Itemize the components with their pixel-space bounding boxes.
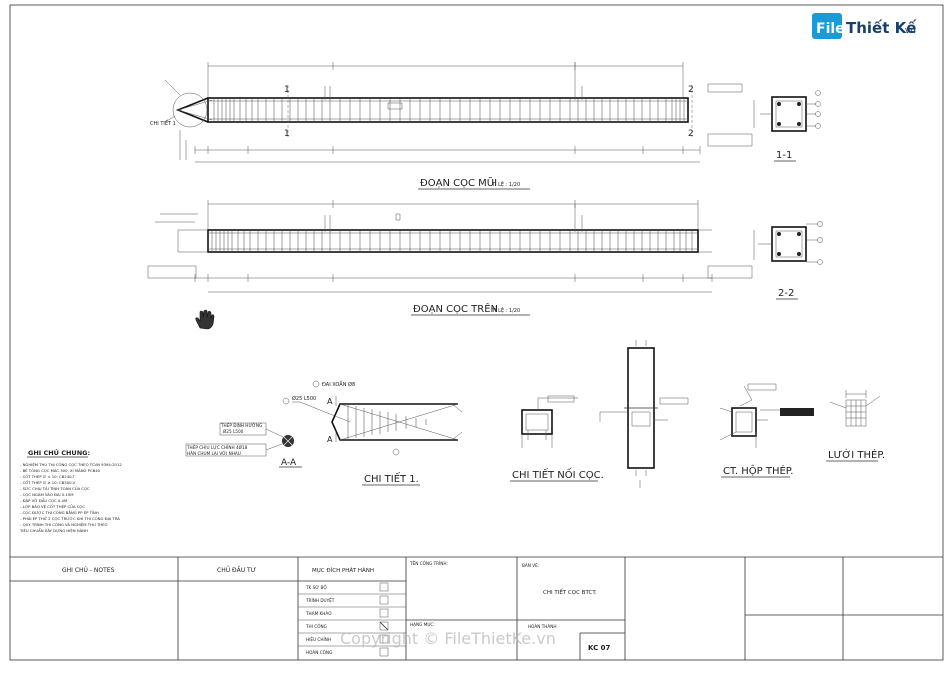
left-detail-note: CHI TIẾT 1 xyxy=(150,119,176,127)
aa-label1: THÉP ĐỊNH HƯỚNG xyxy=(220,423,262,428)
tb-ghi-chu: GHI CHÚ - NOTES xyxy=(62,567,115,574)
detail-mesh: LƯỚI THÉP. xyxy=(826,390,885,462)
note-line-8: - CỌC ĐƯỢC THI CÔNG BẰNG PP ÉP TĨNH xyxy=(20,510,99,515)
detail-a-a: THÉP ĐỊNH HƯỚNG Ø25 L500 THÉP CHỊU LỰC C… xyxy=(185,422,302,468)
tb-ban-ve: BẢN VẼ: xyxy=(522,563,539,568)
logo-name: Thiết Kế xyxy=(846,18,917,37)
steel-box-title: CT. HỘP THÉP. xyxy=(723,464,793,477)
tb-hang-muc: HẠNG MỤC: xyxy=(410,622,435,627)
note-line-3: - CỐT THÉP ∅ ≥ 10: CB300-V xyxy=(20,480,76,485)
note-line-10: - QUY TRÌNH THI CÔNG VÀ NGHIỆM THU THEO xyxy=(20,522,108,527)
splice-title: CHI TIẾT NỐI CỌC. xyxy=(512,467,604,481)
sheet-border xyxy=(9,4,944,661)
detail-1: A A ĐAI XOẮN Ø8 Ø25 L500 CHI TIẾT 1. xyxy=(282,380,463,486)
elevation2-title: ĐOẠN CỌC TRÊN xyxy=(413,302,498,315)
detail-steel-box: CT. HỘP THÉP. xyxy=(719,383,814,478)
note-line-2: - CỐT THÉP ∅ < 10: CB240-T xyxy=(20,474,76,479)
tb-checkbox-1[interactable] xyxy=(379,595,389,605)
elevation1-title: ĐOẠN CỌC MŨI xyxy=(420,176,497,189)
tb-purpose-4: HIỆU CHỈNH xyxy=(306,637,331,642)
ct1-mark-a-bottom: A xyxy=(327,435,333,444)
ct1-mark-a-top: A xyxy=(327,397,333,406)
title-block: GHI CHÚ - NOTES CHỦ ĐẦU TƯ MỤC ĐÍCH PHÁT… xyxy=(10,556,943,660)
note-line-6: - ĐẬP VỠ ĐẦU CỌC 0.4M xyxy=(20,498,67,503)
section-1-1: 1-1 xyxy=(753,90,821,162)
tb-purpose-5: HOÀN CÔNG xyxy=(306,650,332,655)
aa-label3: THÉP CHỊU LỰC CHÍNH 4Ø18 xyxy=(186,445,248,450)
tb-purpose-0: TK SƠ BỘ xyxy=(305,585,327,590)
copyright-watermark: Copyright © FileThietKe.vn xyxy=(340,629,556,648)
tb-checkbox-4[interactable] xyxy=(379,634,389,644)
tb-purpose-1: TRÌNH DUYỆT xyxy=(305,598,335,603)
tb-purpose-2: THAM KHẢO xyxy=(305,611,332,616)
note-line-1: - BÊ TÔNG CỌC MÁC 300, XI MĂNG PCB40 xyxy=(20,468,101,473)
section-2-2: 2-2 xyxy=(753,221,823,300)
logo: File Thiết Kế .vn xyxy=(812,13,917,39)
tb-checkbox-5[interactable] xyxy=(379,647,389,657)
tb-ten-cong-trinh: TÊN CÔNG TRÌNH: xyxy=(409,561,448,566)
cut-mark-2-bottom: 2 xyxy=(688,129,694,139)
ct1-label1: ĐAI XOẮN Ø8 xyxy=(322,380,355,388)
aa-label2: Ø25 L500 xyxy=(223,429,244,434)
note-line-11: TIÊU CHUẨN XÂY DỰNG HIỆN HÀNH xyxy=(19,528,88,533)
tb-purpose-3: THI CÔNG xyxy=(305,624,327,629)
logo-suffix: .vn xyxy=(902,26,916,36)
note-line-0: - NGHIỆM THU THI CÔNG CỌC THEO TCVN 9394… xyxy=(20,462,122,467)
notes-heading: GHI CHÚ CHUNG: xyxy=(28,448,90,457)
note-line-7: - LỚP BẢO VỆ CỐT THÉP CỦA CỌC xyxy=(20,504,85,509)
cut-mark-1-bottom: 1 xyxy=(284,129,290,139)
tb-checkbox-3[interactable] xyxy=(379,621,389,631)
section-2-2-label: 2-2 xyxy=(778,288,794,299)
ct1-label2: Ø25 L500 xyxy=(292,395,316,402)
elevation-top-pile: ĐOẠN CỌC TRÊN TỈ LỆ : 1/20 xyxy=(147,200,753,316)
tb-muc-dich: MỤC ĐÍCH PHÁT HÀNH xyxy=(312,567,374,574)
section-1-1-label: 1-1 xyxy=(776,150,792,161)
aa-title: A-A xyxy=(281,458,297,468)
mesh-title: LƯỚI THÉP. xyxy=(828,448,885,461)
tb-checkbox-2[interactable] xyxy=(379,608,389,618)
cut-mark-1-top: 1 xyxy=(284,85,290,95)
elevation1-scale: TỈ LỆ : 1/20 xyxy=(491,180,520,188)
aa-label4: HÀN CHUM LẠI VỚI NHAU xyxy=(187,451,241,456)
elevation2-scale: TỈ LỆ : 1/20 xyxy=(491,306,520,314)
stirrups-1 xyxy=(213,99,685,121)
detail-joint-elevation xyxy=(599,340,689,488)
tb-checkbox-0[interactable] xyxy=(379,582,389,592)
note-line-5: - CỌC NGÀM VÀO ĐÀI 0.15M xyxy=(20,492,74,497)
note-line-4: - SỨC CHỊU TẢI TÍNH TOÁN CỦA CỌC xyxy=(20,486,90,491)
stirrups-2 xyxy=(211,231,693,251)
tb-chu-dau-tu: CHỦ ĐẦU TƯ xyxy=(217,566,256,574)
tb-drawing-name: CHI TIẾT CỌC BTCT. xyxy=(543,588,597,596)
detail-splice: CHI TIẾT NỐI CỌC. xyxy=(510,395,604,482)
ct1-title: CHI TIẾT 1. xyxy=(364,471,419,485)
tb-sheet-no: KC 07 xyxy=(588,644,611,652)
hand-cursor-icon xyxy=(195,309,215,330)
elevation-tip-pile: 1 1 2 2 CHI TIẾT 1 ĐOẠN CỌC MŨI TỈ LỆ : … xyxy=(150,62,753,190)
tb-hoan-thanh: HOÀN THÀNH xyxy=(528,624,557,629)
general-notes: GHI CHÚ CHUNG: - NGHIỆM THU THI CÔNG CỌC… xyxy=(19,448,122,533)
logo-brand: File xyxy=(816,21,845,37)
note-line-9: - PHẢI ÉP THỬ 2 CỌC TRƯỚC KHI THI CÔNG Đ… xyxy=(20,516,120,521)
cut-mark-2-top: 2 xyxy=(688,85,694,95)
